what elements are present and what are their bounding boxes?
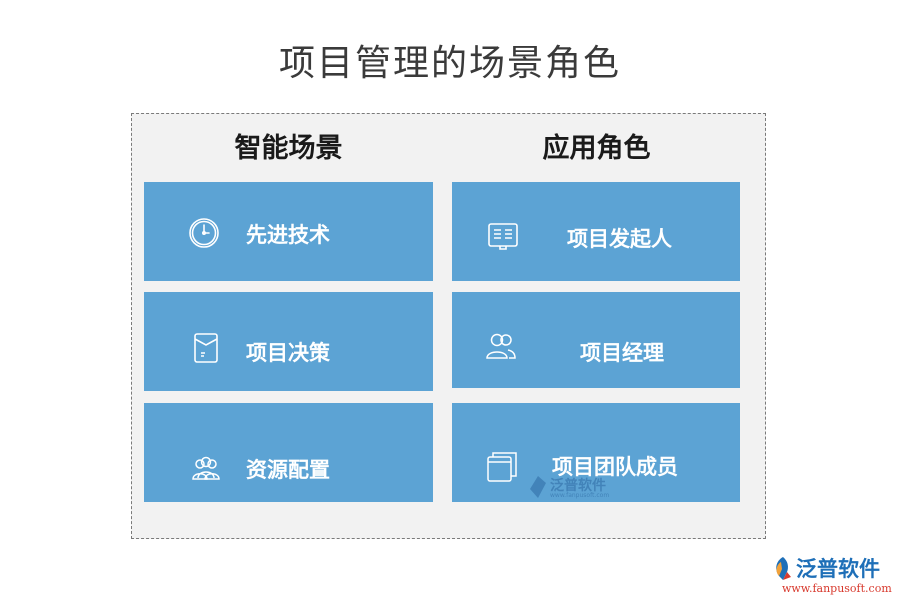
stacked-windows-icon [486, 451, 518, 483]
document-icon [190, 332, 222, 364]
brand-url: www.fanpusoft.com [782, 582, 892, 595]
scene-card-resources: 资源配置 [144, 403, 433, 502]
page-title: 项目管理的场景角色 [278, 43, 621, 84]
watermark-logo-icon [530, 476, 546, 498]
roles-heading: 应用角色 [542, 133, 651, 164]
role-card-team-member: 项目团队成员 [452, 403, 740, 502]
scene-card-decision: 项目决策 [144, 292, 433, 391]
scene-card-advanced-tech: 先进技术 [144, 182, 433, 281]
scene-label: 项目决策 [246, 340, 330, 365]
watermark-url: www.fanpusoft.com [550, 492, 610, 499]
brand-name: 泛普软件 [796, 557, 880, 581]
people-group-icon [190, 453, 222, 485]
role-label: 项目发起人 [567, 226, 672, 251]
scenes-heading: 智能场景 [234, 133, 343, 164]
role-label: 项目团队成员 [552, 454, 678, 479]
role-card-manager: 项目经理 [452, 292, 740, 388]
clock-icon [188, 217, 220, 249]
role-label: 项目经理 [580, 340, 664, 365]
presentation-board-icon [487, 220, 519, 252]
brand-logo: 泛普软件 www.fanpusoft.com [770, 553, 894, 597]
watermark-text: 泛普软件 [550, 478, 606, 494]
scene-label: 先进技术 [246, 222, 330, 247]
brand-mark-icon [776, 557, 791, 580]
role-card-sponsor: 项目发起人 [452, 182, 740, 281]
scene-label: 资源配置 [246, 457, 330, 482]
two-people-icon [485, 330, 517, 362]
watermark: 泛普软件 www.fanpusoft.com [528, 475, 648, 505]
